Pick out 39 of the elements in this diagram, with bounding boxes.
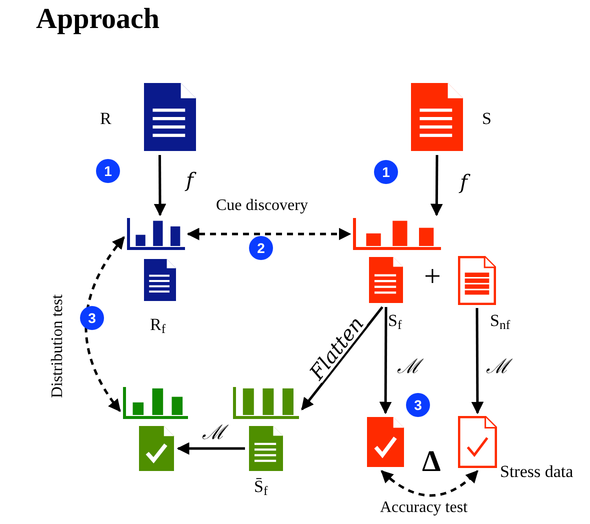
bar-chart-icon: [353, 218, 441, 250]
arrow: [379, 307, 392, 414]
dashed-arrow: [186, 228, 352, 240]
arrow: [301, 306, 384, 410]
checked-document-icon: [366, 416, 405, 468]
node-caption: R: [100, 110, 112, 127]
step-number-badge: 3: [80, 306, 104, 330]
node-caption: S̄$_{f}$: [254, 478, 268, 495]
edge-label: Cue discovery: [216, 198, 308, 214]
node-caption: S: [482, 110, 492, 127]
node-caption: S$_{nf}$: [490, 312, 510, 329]
node-caption: S$_{f}$: [388, 312, 402, 329]
bar-chart-icon: [127, 218, 185, 250]
document-icon: [143, 258, 177, 302]
step-number-badge: 1: [374, 160, 398, 184]
step-number-badge: 3: [406, 393, 430, 417]
dashed-arrow: [84, 236, 125, 412]
document-icon: [368, 256, 404, 304]
arrow: [430, 155, 443, 216]
plus-sign: +: [424, 262, 441, 292]
bar-chart-icon: [123, 387, 188, 419]
bar-chart-icon: [233, 387, 299, 419]
step-number-badge: 1: [96, 159, 120, 183]
arrow: [176, 442, 245, 455]
title: Approach: [36, 2, 160, 37]
checked-document-icon: [458, 416, 497, 468]
dashed-arrow: [380, 470, 478, 497]
arrow: [471, 308, 484, 414]
edge-label: Accuracy test: [380, 500, 468, 516]
arrow: [154, 155, 166, 216]
document-icon: [143, 82, 197, 152]
document-icon: [248, 425, 284, 472]
document-icon: [410, 82, 464, 152]
node-caption: R$_{f}$: [150, 316, 166, 333]
checked-document-icon: [138, 425, 175, 472]
delta-symbol: Δ: [422, 447, 441, 477]
node-caption: Stress data: [500, 463, 574, 480]
step-number-badge: 2: [249, 236, 273, 260]
document-icon: [458, 256, 496, 305]
